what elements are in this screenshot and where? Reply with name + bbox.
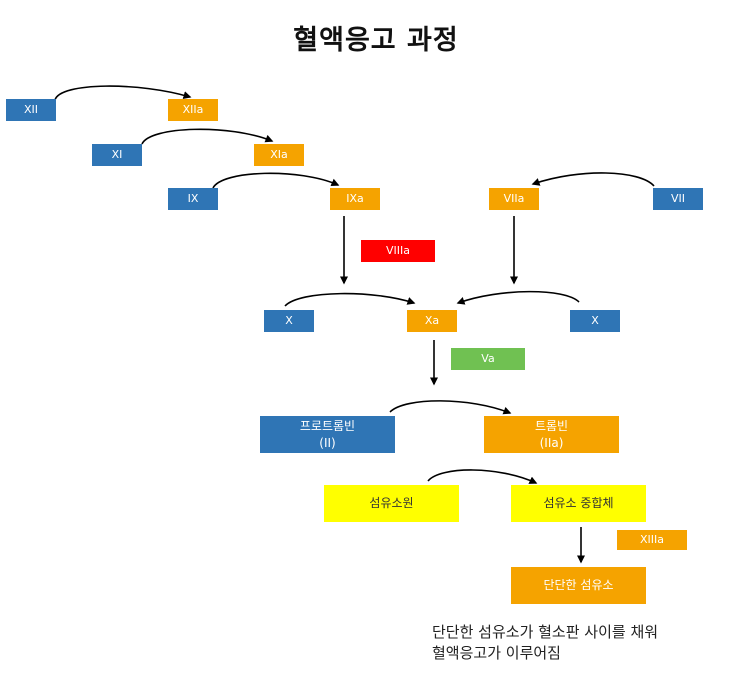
arrow-x-left-to-xa [284,292,416,307]
diagram-title: 혈액응고 과정 [293,25,459,56]
factor-xia: XIa [254,144,304,166]
fibrinogen-box: 섬유소원 [324,485,459,522]
arrow-x-right-to-xa [456,290,580,305]
factor-xii: XII [6,99,56,121]
hard-fibrin-box: 단단한 섬유소 [511,567,646,604]
factor-x-right: X [570,310,620,332]
factor-vii: VII [653,188,703,210]
arrow-fibrinogen-to-polymer [427,469,538,484]
arrow-prothrombin-to-thrombin [389,400,512,415]
arrow-xi-to-xia [141,128,274,145]
factor-xiia: XIIa [168,99,218,121]
factor-xa: Xa [407,310,457,332]
factor-viia: VIIa [489,188,539,210]
factor-x-left: X [264,310,314,332]
factor-ix: IX [168,188,218,210]
thrombin-box: 트롬빈 (IIa) [484,416,619,453]
factor-viiia: VIIIa [361,240,435,262]
arrow-ix-to-ixa [212,172,340,189]
factor-ixa: IXa [330,188,380,210]
arrow-vii-to-viia [531,172,655,187]
conclusion-note: 단단한 섬유소가 혈소판 사이를 채워 혈액응고가 이루어짐 [432,623,659,662]
fibrin-polymer-box: 섬유소 중합체 [511,485,646,522]
factor-va: Va [451,348,525,370]
arrow-xii-to-xiia [54,85,192,101]
factor-xiiia: XIIIa [617,530,687,550]
factor-xi: XI [92,144,142,166]
prothrombin-box: 프로트롬빈 (II) [260,416,395,453]
